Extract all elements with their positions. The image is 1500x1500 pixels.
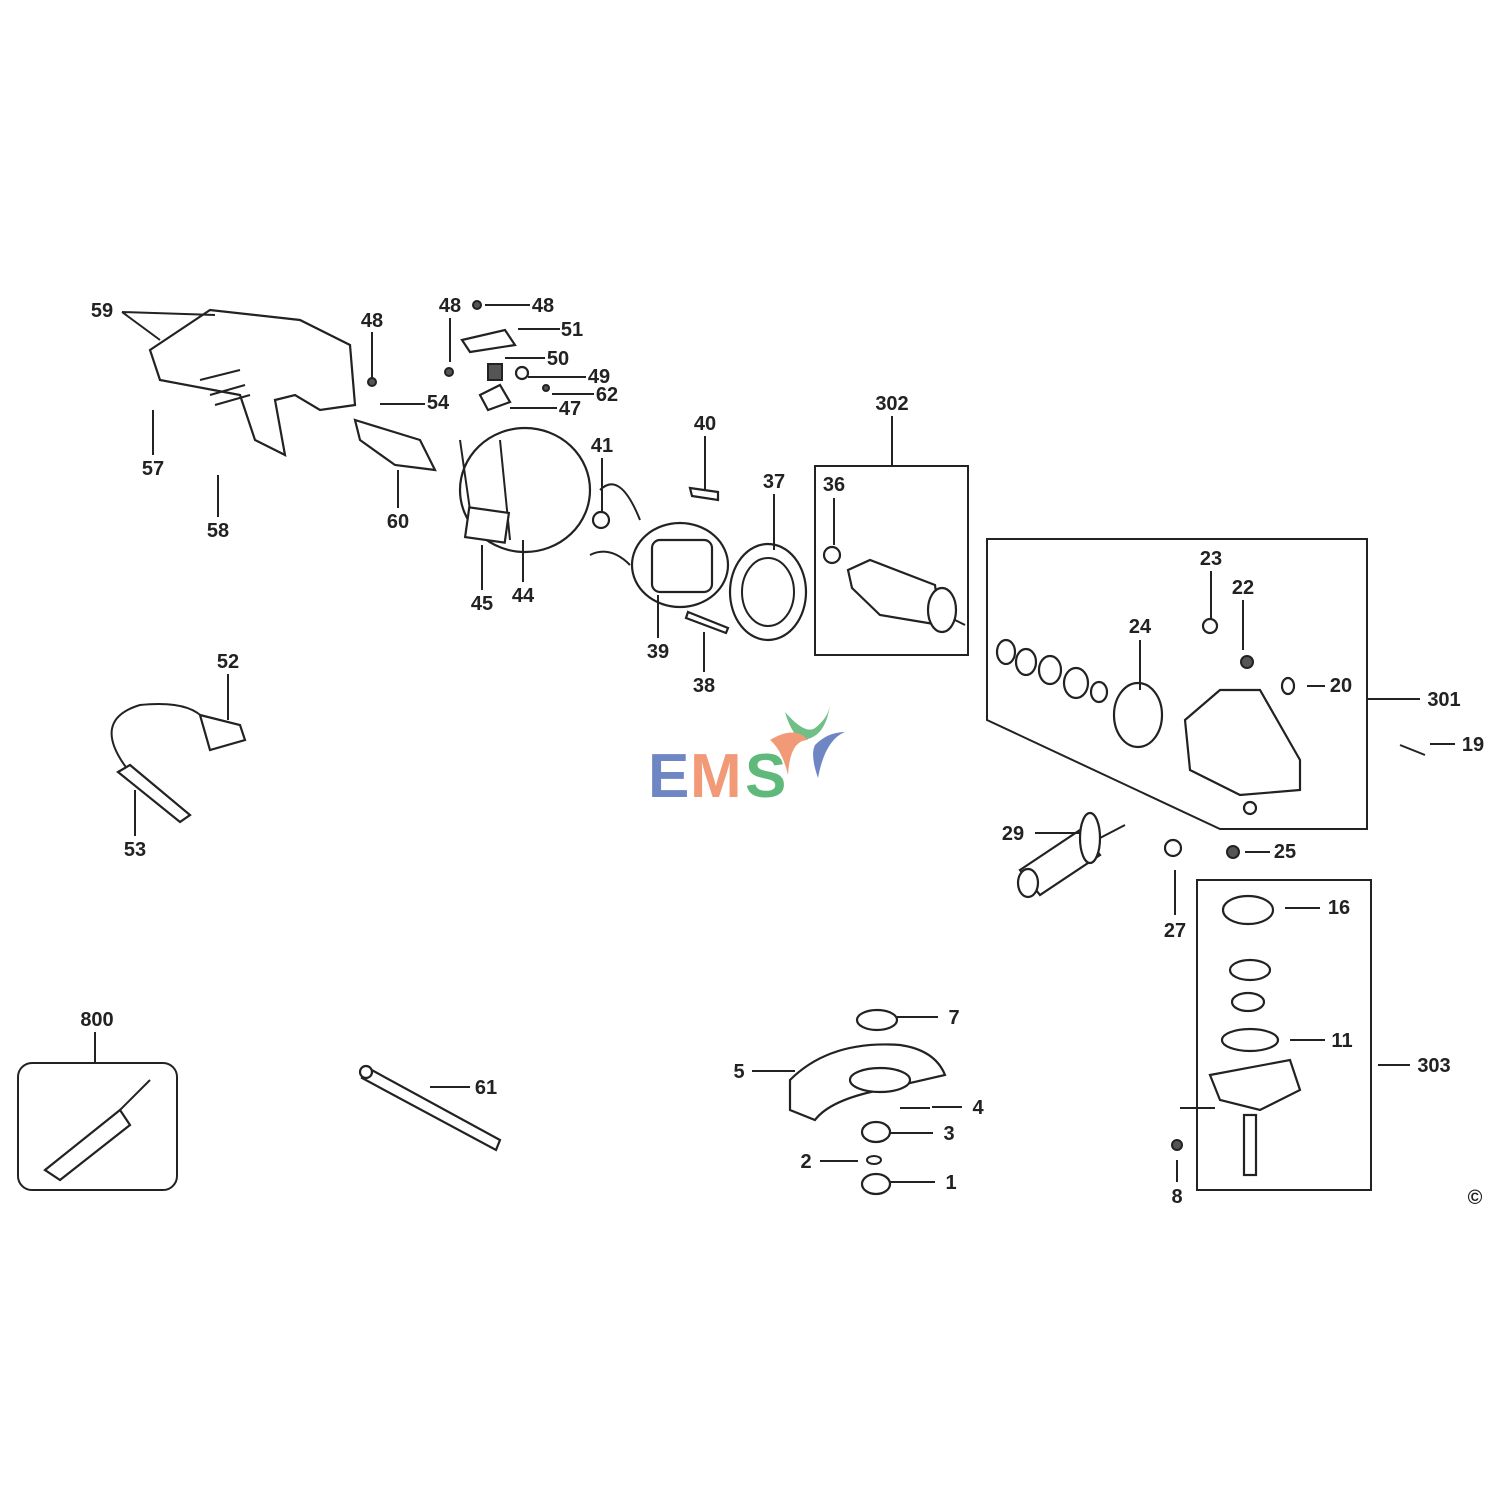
callout-label: 29: [1002, 823, 1024, 845]
fan-baffle: [728, 542, 808, 642]
callout-labels: 59 48 48 48 51 50 49 62 47 54 57 58 60 4…: [80, 295, 1484, 1209]
brush-parts: [367, 300, 720, 530]
callout-label: 45: [471, 593, 493, 615]
rear-handle-housing: [148, 308, 357, 457]
side-handle: [1016, 811, 1126, 899]
callout-label: 16: [1328, 897, 1350, 919]
callout-label: 48: [532, 295, 554, 317]
callout-label: 37: [763, 471, 785, 493]
brush-holder-800: [43, 1079, 151, 1182]
logo-swoosh-green: [785, 705, 830, 740]
callout-label: 1: [945, 1172, 956, 1194]
callout-label: 48: [361, 310, 383, 332]
callout-label: 59: [91, 300, 113, 322]
callout-label: 40: [694, 413, 716, 435]
callout-label: 52: [217, 651, 239, 673]
callout-label: 23: [1200, 548, 1222, 570]
nuts-small: [1163, 744, 1426, 859]
armature: [822, 545, 966, 634]
group-box-303: [1196, 879, 1372, 1191]
ems-logo-watermark: E M S: [648, 705, 845, 811]
callout-label: 60: [387, 511, 409, 533]
spanner-wrench: [358, 1064, 502, 1152]
callout-label: 11: [1331, 1030, 1352, 1052]
callout-label: 49: [588, 366, 610, 388]
callout-label: 54: [427, 392, 450, 414]
gear-case-parts: [995, 617, 1302, 816]
callout-label: 36: [823, 474, 845, 496]
callout-label: 41: [591, 435, 613, 457]
callout-label: 27: [1164, 920, 1186, 942]
callout-label: 62: [596, 384, 618, 406]
callout-label: 20: [1330, 675, 1352, 697]
group-box-301: [986, 538, 1368, 830]
callout-label: 301: [1427, 689, 1460, 711]
callout-label: 38: [693, 675, 715, 697]
callout-label: 22: [1232, 577, 1254, 599]
callout-label: 51: [561, 319, 583, 341]
field-stator: [589, 483, 730, 635]
callout-label: 50: [547, 348, 569, 370]
copyright-mark: ©: [1468, 1187, 1483, 1209]
logo-swoosh-orange: [770, 732, 808, 775]
leader-lines: [94, 304, 1455, 1183]
callout-label: 800: [80, 1009, 113, 1031]
motor-housing: [458, 426, 592, 554]
callout-label: 39: [647, 641, 669, 663]
logo-letter-s: S: [745, 742, 786, 811]
callout-label: 24: [1129, 616, 1152, 638]
callout-label: 44: [512, 585, 535, 607]
callout-label: 3: [943, 1123, 954, 1145]
power-cord: [110, 703, 247, 824]
logo-letter-m: M: [690, 742, 742, 811]
callout-label: 302: [875, 393, 908, 415]
callout-label: 2: [800, 1151, 811, 1173]
callout-label: 61: [475, 1077, 497, 1099]
callout-label: 8: [1171, 1186, 1182, 1208]
callout-label: 7: [948, 1007, 959, 1029]
callout-label: 5: [733, 1061, 744, 1083]
callout-label: 303: [1417, 1055, 1450, 1077]
logo-letter-e: E: [648, 742, 689, 811]
callout-label: 58: [207, 520, 229, 542]
callout-label: 48: [439, 295, 461, 317]
callout-label: 53: [124, 839, 146, 861]
callout-label: 57: [142, 458, 164, 480]
callout-label: 47: [559, 398, 581, 420]
group-box-800: [17, 1062, 178, 1191]
spindle-assembly: [1171, 894, 1302, 1177]
logo-swoosh-blue: [813, 732, 845, 778]
callout-label: 19: [1462, 734, 1484, 756]
callout-label: 25: [1274, 841, 1296, 863]
switch-part: [353, 418, 437, 472]
callout-label: 4: [972, 1097, 984, 1119]
guard-assembly: [788, 1008, 947, 1196]
